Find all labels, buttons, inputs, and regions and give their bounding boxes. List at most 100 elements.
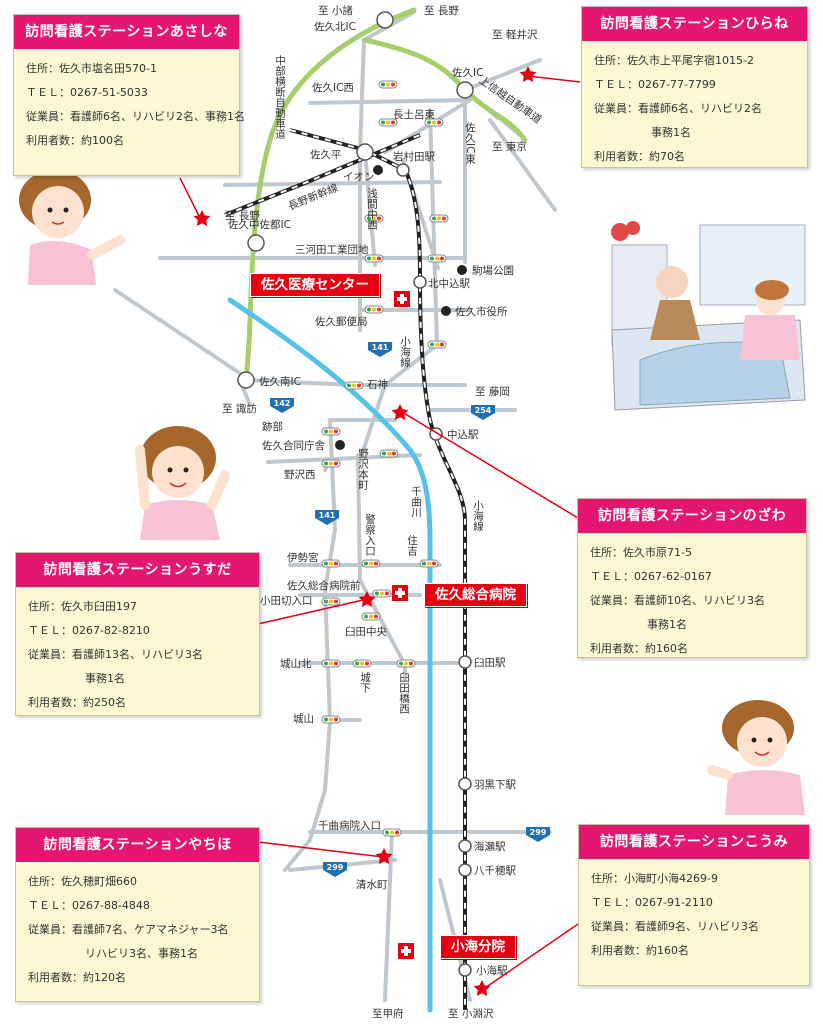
label-iwamurada-eki: 岩村田駅 [393,150,435,163]
home-care-scene-illustration [611,221,806,411]
nurse-illustration-mid-left [135,426,230,540]
station-card-nozawa: 訪問看護ステーションのざわ 住所：佐久市原71-5 ＴＥＬ：0267-62-01… [577,498,807,658]
star-icon [473,980,491,996]
road-nozawa-v [356,453,362,582]
koumi-station-marker [458,963,472,977]
chubu-yokodan-expressway [243,7,417,383]
station-users: 利用者数：約100名 [26,134,124,147]
station-card-yachiho: 訪問看護ステーションやちほ 住所：佐久穂町畑660 ＴＥＬ：0267-88-48… [15,827,260,1002]
station-tel: ＴＥＬ：0267-62-0167 [590,570,712,583]
station-tel: ＴＥＬ：0267-51-5033 [26,86,148,99]
hospital-cross-icon [394,291,410,307]
station-tel: ＴＥＬ：0267-77-7799 [594,78,716,91]
station-users: 利用者数：約70名 [594,150,685,163]
yachiho-station-marker [458,863,472,877]
station-users: 利用者数：約120名 [28,971,126,984]
label-chubu-yokodan: 中部横断自動車道 [274,54,286,139]
route-141-sign-b: 141 [315,510,339,525]
route-141-sign-a: 141 [368,342,392,357]
signal-icon [378,80,398,89]
star-icon [193,210,211,227]
label-ishigami: 石神 [367,378,388,391]
road-network [113,10,557,1002]
signal-icon [429,214,449,223]
star-icon [391,404,409,420]
station-address: 住所：佐久市上平尾字宿1015-2 [594,54,754,67]
station-users: 利用者数：約250名 [28,696,126,709]
station-tel: ＴＥＬ：0267-91-2110 [591,896,713,909]
label-nozawa-honmachi: 野沢本町 [357,448,369,490]
label-kitanakagomi-eki: 北中込駅 [428,277,470,290]
label-saku-ic-higashi: 佐久IC東 [464,121,476,164]
label-koumi-sen-2: 小海線 [472,500,484,532]
signal-icon [424,118,444,127]
station-card-hirane: 訪問看護ステーションひらね 住所：佐久市上平尾字宿1015-2 ＴＥＬ：0267… [581,6,808,168]
road-141-main [358,108,439,462]
label-joshinetsu: 上信越自動車道 [476,73,544,126]
route-254-sign: 254 [471,405,495,420]
station-staff: 従業員：看護師6名、リハビリ2名、事務1名 [26,110,245,123]
chikuma-river [227,297,433,1013]
signal-icon [321,559,341,568]
route-142-sign: 142 [270,398,294,413]
label-saku-kita-ic: 佐久北IC [314,20,356,33]
signal-icon [321,715,341,724]
hospital-label-medical-center: 佐久医療センター [250,273,380,297]
label-aeon: イオン [343,171,375,183]
route-299-sign-a: 299 [526,827,550,842]
route-signs: 141 142 254 141 299 299 [270,342,550,877]
label-sakudaira: 佐久平 [310,148,342,161]
station-staff: 従業員：看護師7名、ケアマネジャー3名 [28,923,229,936]
label-joyama: 城山 [293,713,314,725]
station-name: 訪問看護ステーションこうみ [579,825,809,859]
iwamurada-station-marker [396,163,410,177]
signal-icon [321,427,341,436]
svg-text:142: 142 [274,399,291,408]
station-card-usuda: 訪問看護ステーションうすだ 住所：佐久市臼田197 ＴＥＬ：0267-82-82… [15,552,260,716]
haguroshita-station-marker [458,777,472,791]
station-staff-cont: 事務1名 [651,126,691,139]
hospital-cross-icon [398,943,414,959]
label-to-kobuchisawa: 至 小淵沢 [448,1007,494,1020]
station-address: 住所：佐久穂町畑660 [28,875,137,888]
label-usuda-hashi-nishi: 臼田橋西 [398,671,410,714]
station-staff: 従業員：看護師13名、リハビリ3名 [28,648,203,661]
label-nagatsuro-higashi: 長土呂東 [393,108,435,121]
signal-icon [378,118,398,127]
label-nakagomi-eki: 中込駅 [447,428,479,441]
road-diag-w [113,288,252,382]
signal-icon [427,340,447,349]
road-far-east [488,118,557,212]
label-keisatsu-iriguchi: 警察入口 [364,513,376,556]
station-name: 訪問看護ステーションやちほ [16,828,259,862]
usuda-station-marker [458,655,472,669]
station-staff-cont: 事務1名 [647,618,687,631]
label-saku-shiyakusho: 佐久市役所 [455,305,508,318]
station-users: 利用者数：約160名 [591,944,689,957]
station-staff: 従業員：看護師9名、リハビリ3名 [591,920,759,933]
saku-minami-ic-marker [237,371,255,389]
label-kotagiri-iriguchi: 小田切入口 [260,595,313,607]
svg-text:299: 299 [327,863,344,872]
label-chikuma-gawa: 千曲川 [410,486,422,518]
label-to-kofu: 至甲府 [372,1007,404,1020]
label-koumi-sen-1: 小海線 [399,336,411,368]
signal-icon [364,254,384,263]
label-to-karuizawa: 至 軽井沢 [492,28,538,41]
station-card-asashina: 訪問看護ステーションあさしな 住所：佐久市塩名田570-1 ＴＥＬ：0267-5… [13,14,245,176]
label-saku-ic: 佐久IC [452,66,483,79]
star-icon [358,591,376,607]
station-tel: ＴＥＬ：0267-88-4848 [28,899,150,912]
signal-icon [321,659,341,668]
label-joyama-kita: 城山北 [280,658,312,670]
station-address: 住所：佐久市原71-5 [590,546,692,559]
signal-icon [364,305,384,314]
hospital-icons [392,291,414,959]
nagano-shinkansen-line [224,133,421,217]
signal-icon [372,589,392,598]
landmarks [335,165,467,450]
label-saku-godo-chosha: 佐久合同庁舎 [262,439,325,452]
label-to-suwa: 至 諏訪 [222,402,257,415]
road-ic-west [308,98,472,105]
